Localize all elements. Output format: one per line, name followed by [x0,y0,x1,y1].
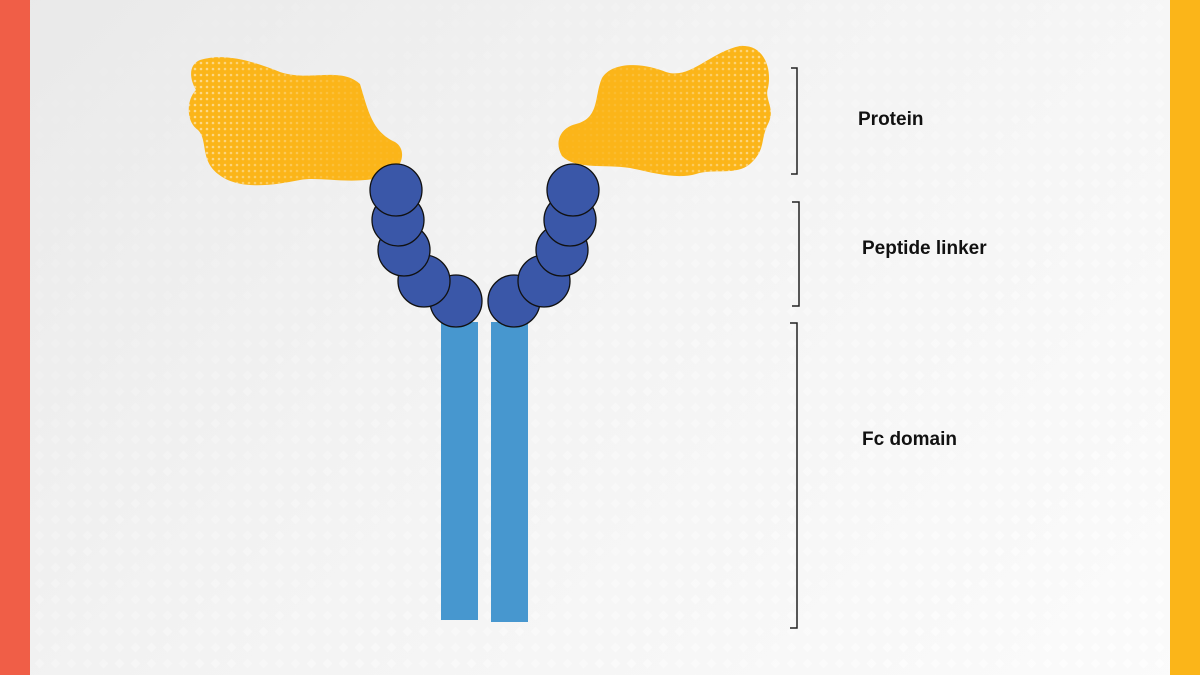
bracket-fc-domain [790,322,798,629]
fc-chain-right [491,322,528,622]
label-peptide-linker: Peptide linker [862,238,987,259]
label-protein: Protein [858,109,924,130]
peptide-linker-left [369,163,483,328]
protein-domain-left [188,57,403,186]
linker-bead [546,163,600,217]
linker-bead [369,163,423,217]
peptide-linker-right [487,163,600,328]
bracket-protein [791,67,798,175]
fc-chain-left [441,322,478,620]
protein-domain-right [558,45,771,177]
bracket-peptide-linker [792,201,800,307]
left-accent-bar [0,0,30,675]
right-accent-bar [1170,0,1200,675]
label-fc-domain: Fc domain [862,429,958,450]
